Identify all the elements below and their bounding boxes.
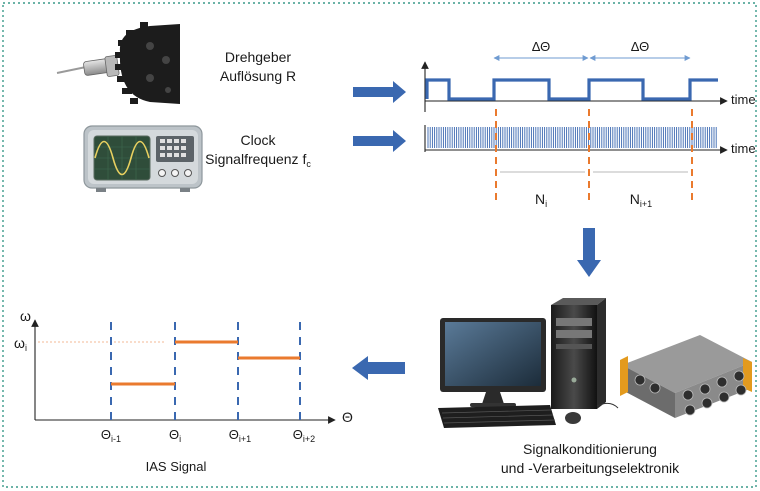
ias-plot-axes — [31, 319, 336, 424]
encoder-label-line2: Auflösung R — [219, 68, 297, 84]
encoder-label: Drehgeber Auflösung R — [220, 48, 296, 86]
clock-label-line1: Clock — [240, 132, 276, 148]
count-label-ni1-base: N — [629, 191, 640, 207]
theta-label-i-1-base: Θ — [100, 427, 112, 442]
arrow-electronics-to-ias — [352, 356, 405, 380]
theta-label-i+1: Θi+1 — [228, 426, 252, 444]
clock-label: Clock Signalfrequenz fc — [205, 131, 311, 169]
theta-label-i+1-sub: i+1 — [238, 434, 252, 444]
arrow-signal-to-electronics — [577, 228, 601, 277]
theta-label-i-1: Θi-1 — [100, 426, 122, 444]
electronics-label-line1: Signalkonditionierung — [523, 441, 657, 457]
count-label-ni1: Ni+1 — [630, 190, 652, 209]
arrow-clock-to-signal — [353, 130, 406, 152]
clock-label-sub: c — [306, 159, 311, 169]
omega-i-base: ω — [14, 335, 25, 351]
theta-dashed-lines — [110, 322, 301, 420]
electronics-label-line2: und -Verarbeitungselektronik — [500, 460, 680, 476]
count-label-ni1-sub: i+1 — [639, 199, 653, 209]
theta-label-i+2-base: Θ — [292, 427, 303, 442]
delta-theta-label-2: ΔΘ — [630, 39, 650, 54]
ias-caption: IAS Signal — [145, 459, 207, 474]
theta-label-i+1-base: Θ — [228, 427, 239, 442]
count-label-ni: Ni — [535, 190, 547, 209]
ias-steps — [111, 340, 300, 386]
oscilloscope-image — [83, 125, 203, 192]
signal-axes — [421, 61, 728, 154]
electronics-label: Signalkonditionierung und -Verarbeitungs… — [501, 440, 679, 478]
clock-pulse-train — [427, 127, 717, 148]
theta-label-i: Θi — [168, 426, 182, 444]
rotary-encoder-image — [56, 22, 180, 104]
omega-i-label: ωi — [14, 334, 27, 353]
omega-i-sub: i — [24, 343, 27, 353]
theta-axis-label: Θ — [342, 409, 353, 425]
count-label-ni-base: N — [534, 191, 546, 207]
computer-image — [438, 298, 619, 428]
clock-label-line2: Signalfrequenz fc — [205, 150, 311, 169]
clock-label-freq: Signalfrequenz f — [205, 151, 307, 167]
theta-label-i-base: Θ — [168, 427, 180, 442]
daq-box-image — [620, 335, 752, 418]
theta-label-i-1-sub: i-1 — [111, 434, 122, 444]
arrow-encoder-to-signal — [353, 81, 406, 103]
delta-theta-label-1: ΔΘ — [531, 39, 551, 54]
encoder-square-wave — [425, 78, 718, 101]
theta-label-i-sub: i — [179, 434, 182, 444]
theta-label-i+2-sub: i+2 — [302, 434, 316, 444]
time-label-bottom: time — [731, 141, 756, 156]
omega-axis-label: ω — [20, 308, 31, 324]
count-label-ni-sub: i — [545, 199, 548, 209]
time-label-top: time — [731, 92, 756, 107]
trigger-dashed-lines — [495, 109, 693, 202]
encoder-label-line1: Drehgeber — [224, 49, 292, 65]
theta-label-i+2: Θi+2 — [292, 426, 316, 444]
